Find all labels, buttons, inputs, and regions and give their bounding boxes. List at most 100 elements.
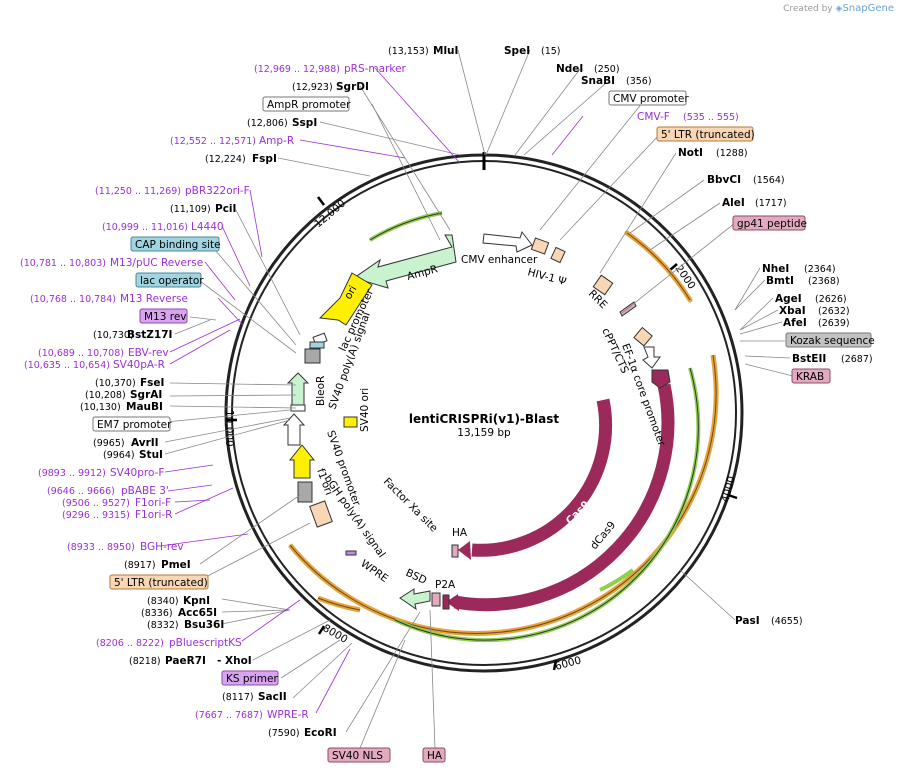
green-arc-upper (368, 211, 443, 242)
primer-sv40pa[interactable]: SV40pA-R (113, 359, 165, 371)
bleor-arrow (286, 372, 310, 406)
site-bmti[interactable]: BmtI (766, 275, 794, 287)
box-m13-rev (139, 308, 188, 324)
site-agei[interactable]: AgeI (775, 293, 802, 305)
leader-lines (144, 49, 794, 749)
site-fspi-pos: (12,224) (205, 154, 246, 165)
primer-sv40pro[interactable]: SV40pro-F (110, 467, 164, 479)
site-pcii[interactable]: PciI (215, 203, 236, 215)
site-pasi[interactable]: PasI (735, 615, 760, 627)
site-alei[interactable]: AleI (722, 197, 745, 209)
primer-cmvf[interactable]: CMV-F (637, 111, 670, 123)
site-sgrai-pos: (10,208) (85, 390, 126, 401)
site-pmei[interactable]: PmeI (161, 559, 191, 571)
site-xbai[interactable]: XbaI (779, 305, 806, 317)
sv40-polya-box (304, 348, 321, 364)
box-krab-label: KRAB (796, 371, 824, 383)
feature-bsd-label: BSD (404, 567, 429, 587)
credit-brand: SnapGene (842, 3, 894, 14)
primer-f1orir[interactable]: F1ori-R (135, 509, 172, 521)
site-pcii-pos: (11,109) (170, 204, 211, 215)
site-bstz17i[interactable]: BstZ17I (127, 329, 172, 341)
box-kozak (785, 332, 872, 348)
site-afei[interactable]: AfeI (783, 317, 807, 329)
site-sgrai[interactable]: SgrAI (130, 389, 162, 401)
primer-bgh-pos: (8933 .. 8950) (67, 542, 135, 553)
feature-ori-label: ori (342, 284, 359, 302)
sv40-promoter-arrow (282, 413, 306, 446)
site-ndei[interactable]: NdeI (556, 63, 583, 75)
site-xhoi[interactable]: - XhoI (217, 655, 252, 667)
primer-f1orif[interactable]: F1ori-F (135, 497, 171, 509)
box-m13-rev-label: M13 rev (144, 311, 187, 323)
green-arc-small (599, 568, 635, 592)
primer-ampr[interactable]: Amp-R (259, 135, 294, 147)
hiv-psi-box-2 (550, 246, 566, 264)
site-sgrdi[interactable]: SgrDI (336, 81, 369, 93)
site-ecori-pos: (7590) (268, 728, 300, 739)
wpre-mark (345, 550, 357, 556)
site-paer7i-pos: (8218) (129, 656, 161, 667)
site-acc65i[interactable]: Acc65I (178, 607, 217, 619)
rre-box (592, 274, 614, 296)
bsd-arrow (399, 588, 431, 611)
site-pmei-pos: (8917) (124, 560, 156, 571)
box-kozak-label: Kozak sequence (790, 335, 875, 347)
feature-p2a-label: P2A (435, 579, 456, 591)
primer-wpre[interactable]: WPRE-R (267, 709, 309, 721)
primer-m13puc[interactable]: M13/pUC Reverse (110, 257, 203, 269)
ltr-arc-top-edge (626, 232, 691, 301)
site-spei[interactable]: SpeI (504, 45, 530, 57)
site-bsu36i[interactable]: Bsu36I (184, 619, 224, 631)
primer-m13rev[interactable]: M13 Reverse (120, 293, 188, 305)
box-ltr-top (656, 126, 754, 142)
box-ks-primer (221, 670, 279, 686)
site-sspi-pos: (12,806) (247, 118, 288, 129)
site-noti[interactable]: NotI (678, 147, 703, 159)
site-kpni-pos: (8340) (147, 596, 179, 607)
primer-bgh[interactable]: BGH-rev (140, 541, 184, 553)
box-lac-op (135, 272, 202, 288)
scale-ticks (227, 196, 738, 671)
site-fspi[interactable]: FspI (252, 153, 277, 165)
site-fsei[interactable]: FseI (140, 377, 164, 389)
primer-pbabe-pos: (9646 .. 9666) (47, 486, 115, 497)
primer-pbabe[interactable]: pBABE 3' (121, 485, 169, 497)
nls-mark (442, 594, 450, 610)
site-bsteii-pos: (2687) (841, 354, 873, 365)
site-sacii[interactable]: SacII (258, 691, 287, 703)
primer-l4440[interactable]: L4440 (191, 221, 224, 233)
plasmid-name: lentiCRISPRi(v1)-Blast (409, 412, 560, 426)
primer-pbr322[interactable]: pBR322ori-F (185, 185, 250, 197)
site-maubi[interactable]: MauBI (126, 401, 163, 413)
site-nhei[interactable]: NheI (762, 263, 789, 275)
site-mlui[interactable]: MluI (433, 45, 458, 57)
site-avrii[interactable]: AvrII (131, 437, 159, 449)
box-em7-label: EM7 promoter (97, 419, 172, 431)
site-agei-pos: (2626) (815, 294, 847, 305)
box-lac-op-label: lac operator (140, 275, 204, 287)
box-ampr-promoter-label: AmpR promoter (267, 99, 351, 111)
site-stui-pos: (9964) (103, 450, 135, 461)
site-sspi[interactable]: SspI (292, 117, 317, 129)
site-bbvci[interactable]: BbvCI (707, 174, 741, 186)
green-arc-lower-edge (394, 367, 699, 641)
site-xbai-pos: (2632) (818, 306, 850, 317)
dcas9-arrowhead (446, 594, 459, 611)
site-acc65i-pos: (8336) (141, 608, 173, 619)
primer-prs[interactable]: pRS-marker (344, 63, 407, 75)
hiv-psi-box (530, 237, 550, 255)
site-ecori[interactable]: EcoRI (304, 727, 337, 739)
credit: Created by ◈SnapGene (783, 3, 894, 14)
site-snabi[interactable]: SnaBI (581, 75, 615, 87)
primer-pbks[interactable]: pBluescriptKS (169, 637, 242, 649)
site-bsteii[interactable]: BstEII (792, 353, 826, 365)
primer-pbks-pos: (8206 .. 8222) (96, 638, 164, 649)
box-ampr-promoter (262, 96, 350, 112)
cmv-enhancer-arrow (482, 230, 533, 253)
cas9-arrowhead (458, 541, 471, 560)
site-kpni[interactable]: KpnI (183, 595, 210, 607)
site-stui[interactable]: StuI (139, 449, 163, 461)
primer-ebv[interactable]: EBV-rev (128, 347, 169, 359)
site-paer7i[interactable]: PaeR7I (165, 655, 206, 667)
